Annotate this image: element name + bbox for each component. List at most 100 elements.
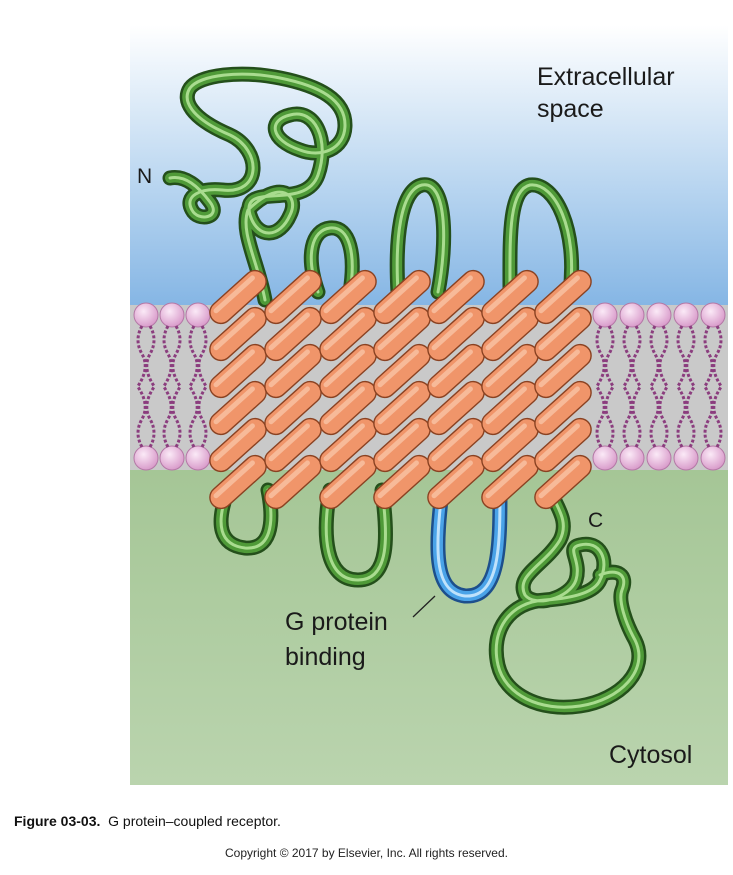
- lipid-tail: [712, 386, 723, 448]
- lipid-tail: [658, 325, 669, 387]
- helix-turn-shine: [538, 386, 580, 425]
- helix-turn-shine: [213, 460, 255, 499]
- helix-turn-shine: [431, 349, 473, 388]
- helix-turn-shine: [268, 386, 310, 425]
- extracellular-label-line2: space: [537, 95, 604, 123]
- chain-segment: [395, 183, 446, 294]
- helix-turn: [264, 269, 322, 325]
- chain-segment: [324, 488, 388, 582]
- lipid-tail: [171, 325, 182, 387]
- g-protein-binding-loop: [430, 482, 508, 604]
- binding-pointer-line: [412, 595, 436, 618]
- helix-turn-shine: [323, 349, 365, 388]
- helix-3: [319, 269, 377, 510]
- helix-turn-shine: [268, 460, 310, 499]
- helix-6: [481, 269, 539, 510]
- chain-segment: [494, 488, 641, 709]
- helix-turn-shine: [323, 386, 365, 425]
- cytosol-label: Cytosol: [609, 741, 693, 769]
- helix-1: [209, 269, 267, 510]
- helix-turn: [373, 269, 431, 325]
- copyright-notice: Copyright © 2017 by Elsevier, Inc. All r…: [225, 846, 508, 860]
- lipid-tail: [188, 325, 199, 387]
- lipid-tail: [136, 325, 147, 387]
- lipid-head: [619, 445, 645, 471]
- helix-turn-shine: [323, 460, 365, 499]
- helix-turn-shine: [485, 275, 527, 314]
- helix-turn-shine: [538, 460, 580, 499]
- lipid-head: [592, 445, 618, 471]
- g-protein-binding-label-line2: binding: [285, 643, 366, 671]
- helix-turn-shine: [377, 349, 419, 388]
- helix-turn: [534, 269, 592, 325]
- helix-turn-shine: [431, 423, 473, 462]
- helix-turn: [209, 343, 267, 399]
- helix-turn: [209, 417, 267, 473]
- n-terminus-label: N: [137, 165, 153, 188]
- helix-turn-shine: [538, 349, 580, 388]
- helix-turn-shine: [538, 423, 580, 462]
- lipid-head: [185, 445, 211, 471]
- extracellular-label-line1: Extracellular: [537, 63, 675, 91]
- helix-turn-shine: [377, 386, 419, 425]
- helix-turn-shine: [213, 312, 255, 351]
- helix-turn: [264, 380, 322, 436]
- helix-turn-shine: [431, 275, 473, 314]
- chain-segment: [168, 72, 347, 302]
- helix-turn: [319, 269, 377, 325]
- g-protein-binding-label-line1: G protein: [285, 608, 388, 636]
- lipid-tail: [162, 325, 173, 387]
- helix-turn: [264, 454, 322, 510]
- helix-turn: [534, 454, 592, 510]
- helix-turn-shine: [213, 349, 255, 388]
- helix-turn: [534, 380, 592, 436]
- helix-turn-shine: [485, 386, 527, 425]
- helix-turn-shine: [268, 423, 310, 462]
- helix-turn-shine: [213, 423, 255, 462]
- helix-turn-shine: [377, 312, 419, 351]
- helix-turn: [209, 454, 267, 510]
- helix-turn-shine: [377, 423, 419, 462]
- helix-turn-shine: [538, 312, 580, 351]
- lipid-tail: [703, 386, 714, 448]
- chain-segment: [309, 226, 354, 294]
- lipid-tail: [197, 325, 208, 387]
- c-terminus-label: C: [588, 509, 604, 532]
- lipid-head: [700, 302, 726, 328]
- helix-turn-shine: [538, 275, 580, 314]
- lipid-tail: [604, 386, 615, 448]
- lipid-head: [159, 445, 185, 471]
- helix-turn-shine: [213, 386, 255, 425]
- lipid-tail: [676, 325, 687, 387]
- lipid-head: [619, 302, 645, 328]
- figure-number: Figure 03-03.: [14, 813, 101, 829]
- lipid-head: [700, 445, 726, 471]
- lipid-tail: [685, 325, 696, 387]
- receptor-chain: [162, 66, 647, 715]
- lipid-head: [646, 302, 672, 328]
- helix-turn-shine: [213, 275, 255, 314]
- lipid-head: [673, 302, 699, 328]
- lipid-head: [673, 445, 699, 471]
- helix-turn-shine: [485, 349, 527, 388]
- lipid-tail: [604, 325, 615, 387]
- lipid-tail: [685, 386, 696, 448]
- lipid-tail: [595, 325, 606, 387]
- helix-7: [534, 269, 592, 510]
- helix-turn: [264, 417, 322, 473]
- helix-turn-shine: [377, 275, 419, 314]
- lipid-head: [592, 302, 618, 328]
- helix-turn-shine: [323, 312, 365, 351]
- helix-turn-shine: [431, 312, 473, 351]
- lipid-tail: [136, 386, 147, 448]
- helix-turn-shine: [431, 386, 473, 425]
- lipid-tail: [595, 386, 606, 448]
- helix-turn: [209, 380, 267, 436]
- helix-turn: [209, 306, 267, 362]
- lipid-tail: [171, 386, 182, 448]
- helix-turn: [209, 269, 267, 325]
- chain-segment: [508, 183, 574, 294]
- helix-turn-shine: [323, 423, 365, 462]
- lipid-tail: [676, 386, 687, 448]
- lipid-tail: [703, 325, 714, 387]
